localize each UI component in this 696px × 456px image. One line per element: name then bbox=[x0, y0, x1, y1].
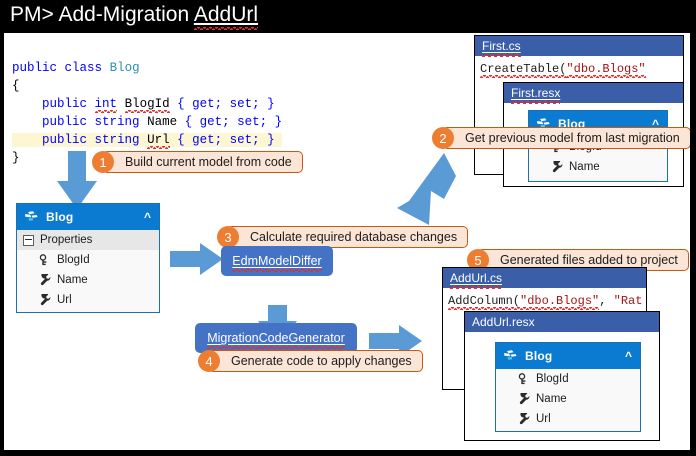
entity-header[interactable]: Blog ^ bbox=[17, 204, 159, 230]
code-kw-string-1: string bbox=[94, 115, 140, 129]
entity-body: Properties BlogId Name bbox=[17, 230, 159, 310]
callout-5-badge: 5 bbox=[467, 249, 489, 271]
file-card-header[interactable]: AddUrl.resx bbox=[465, 312, 659, 332]
chevron-up-icon[interactable]: ^ bbox=[651, 117, 659, 131]
callout-4: 4 Generate code to apply changes bbox=[198, 350, 423, 372]
class-icon bbox=[537, 117, 550, 128]
code-kw-public-3: public bbox=[42, 115, 88, 129]
key-icon bbox=[518, 373, 526, 385]
file-name: First.resx bbox=[511, 86, 561, 104]
property-row-url[interactable]: Url bbox=[17, 290, 159, 310]
file-card-addurl-resx[interactable]: AddUrl.resx Blog ^ bbox=[464, 311, 660, 441]
entity-current-model[interactable]: Blog ^ Properties BlogId bbox=[16, 203, 160, 313]
property-label: Url bbox=[57, 294, 72, 306]
file-card-header[interactable]: AddUrl.cs bbox=[443, 268, 646, 289]
file-name: AddUrl.cs bbox=[450, 271, 503, 289]
file-card-header[interactable]: First.cs bbox=[475, 36, 683, 57]
property-label: BlogId bbox=[536, 373, 569, 385]
code-prop-name: Name bbox=[147, 115, 178, 129]
properties-group-label: Properties bbox=[40, 234, 93, 246]
code-accessors-2: { get; set; } bbox=[184, 115, 283, 129]
wrench-icon bbox=[519, 393, 530, 405]
code-kw-string-2: string bbox=[94, 133, 140, 147]
entity-generated-model[interactable]: Blog ^ BlogId bbox=[495, 342, 641, 432]
code-kw-public-2: public bbox=[42, 97, 88, 111]
code-kw-public-4: public bbox=[42, 133, 88, 147]
entity-title: Blog bbox=[46, 210, 74, 224]
property-label: BlogId bbox=[57, 254, 90, 266]
title-bar: PM> Add-Migration AddUrl bbox=[0, 0, 696, 30]
process-label: MigrationCodeGenerator bbox=[207, 331, 345, 349]
code-call-createtable: CreateTable( bbox=[480, 62, 567, 76]
callout-5-text: Generated files added to project bbox=[500, 253, 678, 267]
entity-header[interactable]: Blog ^ bbox=[496, 343, 640, 369]
chevron-up-icon[interactable]: ^ bbox=[624, 349, 632, 363]
entity-body: BlogId Name Url bbox=[496, 369, 640, 429]
code-prop-blogid: BlogId bbox=[124, 97, 170, 111]
callout-2-badge: 2 bbox=[432, 127, 454, 149]
code-accessors-3: { get; set; } bbox=[177, 133, 275, 147]
process-box-migrationcodegenerator[interactable]: MigrationCodeGenerator bbox=[195, 323, 357, 353]
entity-title: Blog bbox=[525, 349, 553, 363]
callout-2: 2 Get previous model from last migration bbox=[432, 127, 690, 149]
page-title: PM> Add-Migration AddUrl bbox=[10, 2, 258, 28]
callout-2-text: Get previous model from last migration bbox=[465, 131, 680, 145]
code-separator: , bbox=[599, 294, 614, 308]
code-prop-url: Url bbox=[147, 133, 170, 147]
property-row-name[interactable]: Name bbox=[17, 270, 159, 290]
file-code-content: AddColumn("dbo.Blogs", "Rat bbox=[443, 288, 646, 309]
process-box-edmmodeldiffer[interactable]: EdmModelDiffer bbox=[221, 246, 333, 276]
callout-4-badge: 4 bbox=[198, 350, 220, 372]
code-brace-open: { bbox=[12, 79, 20, 93]
class-icon bbox=[25, 210, 38, 221]
properties-group-row[interactable]: Properties bbox=[17, 230, 159, 250]
code-string-table: "dbo.Blogs" bbox=[566, 62, 646, 76]
callout-4-text: Generate code to apply changes bbox=[231, 354, 412, 368]
code-accessors-1: { get; set; } bbox=[177, 97, 275, 111]
property-label: Name bbox=[569, 161, 600, 173]
process-label: EdmModelDiffer bbox=[232, 254, 323, 272]
file-code-content: CreateTable("dbo.Blogs" bbox=[475, 56, 683, 77]
property-row-url[interactable]: Url bbox=[496, 409, 640, 429]
property-row-name[interactable]: Name bbox=[496, 389, 640, 409]
wrench-icon bbox=[40, 294, 51, 306]
collapse-minus-icon[interactable] bbox=[23, 234, 34, 246]
code-string-column: "Rat bbox=[613, 294, 643, 308]
code-string-table: "dbo.Blogs" bbox=[520, 294, 600, 308]
chevron-up-icon[interactable]: ^ bbox=[143, 210, 151, 224]
callout-3-text: Calculate required database changes bbox=[250, 230, 458, 244]
source-code-block: public class Blog { public int BlogId { … bbox=[12, 59, 283, 167]
wrench-icon bbox=[552, 161, 563, 173]
code-call-addcolumn: AddColumn( bbox=[448, 294, 521, 308]
title-command: AddUrl bbox=[193, 3, 259, 26]
diagram-canvas: public class Blog { public int BlogId { … bbox=[2, 31, 692, 452]
callout-1: 1 Build current model from code bbox=[92, 151, 303, 173]
code-kw-int: int bbox=[94, 97, 118, 111]
title-prompt: PM> Add-Migration bbox=[10, 3, 194, 26]
code-brace-close: } bbox=[12, 151, 20, 165]
property-row-blogid[interactable]: BlogId bbox=[496, 369, 640, 389]
class-icon bbox=[504, 349, 517, 360]
file-card-header[interactable]: First.resx bbox=[504, 83, 683, 104]
code-kw-public: public bbox=[12, 61, 58, 75]
key-icon bbox=[39, 254, 47, 266]
code-type-blog: Blog bbox=[109, 61, 140, 75]
callout-5: 5 Generated files added to project bbox=[467, 249, 689, 271]
property-row-blogid[interactable]: BlogId bbox=[17, 250, 159, 270]
property-label: Url bbox=[536, 413, 551, 425]
callout-3: 3 Calculate required database changes bbox=[217, 226, 469, 248]
wrench-icon bbox=[40, 274, 51, 286]
file-name: AddUrl.resx bbox=[472, 315, 535, 329]
code-kw-class: class bbox=[64, 61, 103, 75]
callout-1-text: Build current model from code bbox=[125, 155, 292, 169]
wrench-icon bbox=[519, 413, 530, 425]
property-row-name[interactable]: Name bbox=[529, 157, 667, 177]
arrow-model-to-differ bbox=[170, 243, 223, 275]
callout-1-badge: 1 bbox=[92, 151, 114, 173]
arrow-previous-model-to-differ bbox=[397, 153, 456, 225]
property-label: Name bbox=[536, 393, 567, 405]
property-label: Name bbox=[57, 274, 88, 286]
callout-3-badge: 3 bbox=[217, 226, 239, 248]
file-name: First.cs bbox=[482, 39, 521, 57]
